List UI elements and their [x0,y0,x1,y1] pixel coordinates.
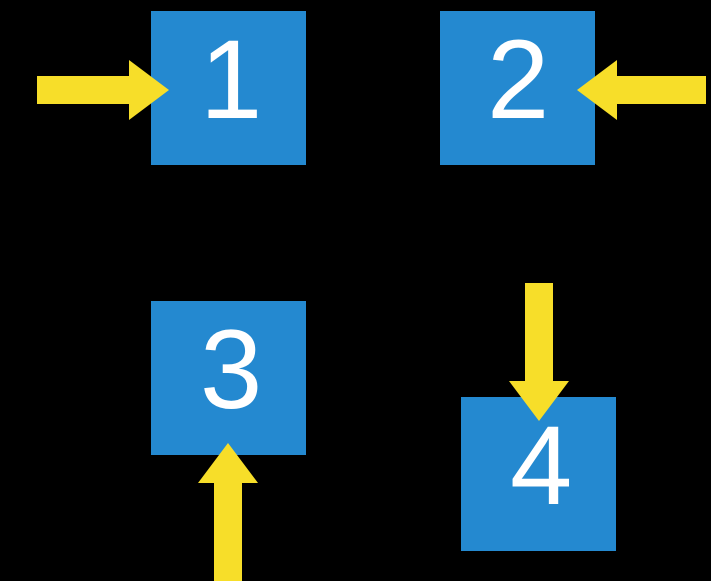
node-label-1: 1 [200,17,263,142]
arrow-right-shape [37,60,169,120]
node-box-1[interactable] [151,11,306,165]
node-box-3[interactable] [151,301,306,455]
arrow-down-into-4-icon[interactable] [509,283,569,421]
node-box-2[interactable] [440,11,595,165]
arrow-right-into-1-icon[interactable] [37,60,169,120]
arrow-up-into-3-icon[interactable] [198,443,258,581]
arrow-up-shape [198,443,258,581]
arrow-left-shape [577,60,706,120]
node-label-4: 4 [510,403,573,528]
node-label-2: 2 [487,17,550,142]
node-box-4[interactable] [461,397,616,551]
arrow-down-shape [509,283,569,421]
arrow-left-into-2-icon[interactable] [577,60,706,120]
node-label-3: 3 [200,307,263,432]
